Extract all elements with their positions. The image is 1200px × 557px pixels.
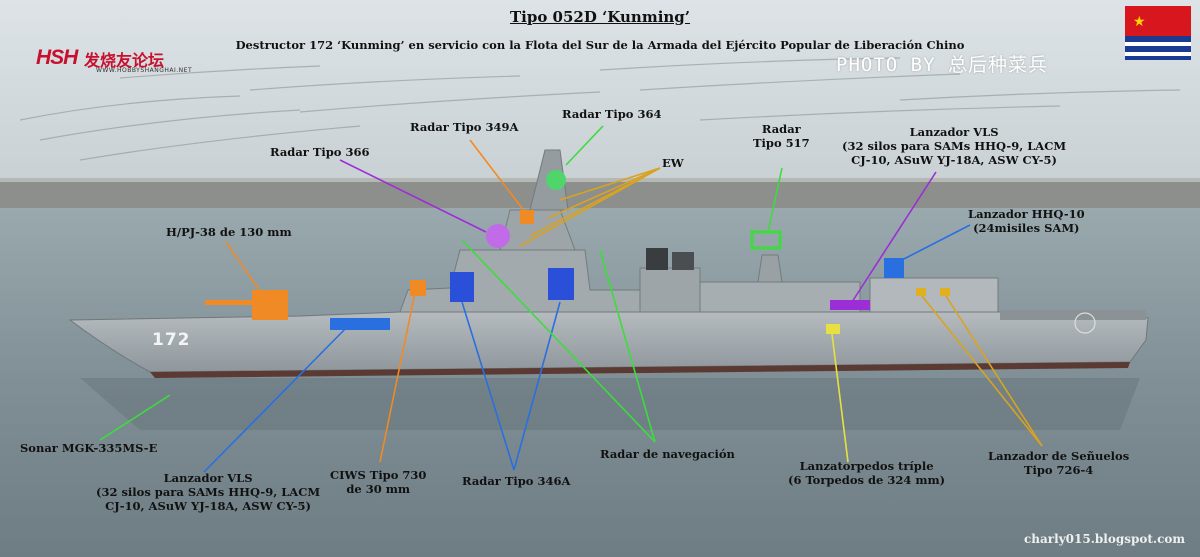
flight-deck xyxy=(1000,310,1146,320)
leader-346a-right xyxy=(513,301,561,471)
leader-346a-left xyxy=(461,301,515,471)
photo-credit: PHOTO BY 总后种菜兵 xyxy=(836,54,1048,76)
ship-reflection xyxy=(80,378,1140,430)
flag-red-field xyxy=(1125,6,1191,36)
leader-ew-1 xyxy=(559,167,661,201)
funnel-block xyxy=(639,267,701,313)
label-vls-aft: Lanzador VLS (32 silos para SAMs HHQ-9, … xyxy=(842,125,1067,167)
leader-gun xyxy=(225,241,263,295)
helipad-marking xyxy=(1074,312,1096,334)
leader-lines xyxy=(99,125,1043,473)
label-ew: EW xyxy=(662,156,684,170)
page-title: Tipo 052D ‘Kunming’ xyxy=(509,8,691,26)
logo-hsh-text: HSH xyxy=(36,46,78,69)
leader-aft-vls xyxy=(851,171,937,303)
label-vls-forward: Lanzador VLS (32 silos para SAMs HHQ-9, … xyxy=(96,471,321,513)
leader-forward-vls xyxy=(203,323,351,473)
leader-hhq10 xyxy=(897,224,971,263)
radar-346a-right-panel xyxy=(548,268,574,300)
main-gun-highlight xyxy=(252,290,288,320)
label-decoy: Lanzador de Señuelos Tipo 726-4 xyxy=(988,449,1130,477)
gun-barrel-highlight xyxy=(205,300,255,305)
hhq10-highlight xyxy=(884,258,904,278)
radar-346a-left-panel xyxy=(450,272,474,302)
sky-area xyxy=(0,0,1200,180)
hangar xyxy=(869,277,999,313)
leader-radar-366 xyxy=(339,159,487,233)
aft-vls-highlight xyxy=(830,300,870,310)
hull-number: 172 xyxy=(152,330,191,350)
leader-nav-2 xyxy=(599,249,656,443)
hsh-logo: HSH 发烧友论坛 WWW.HOBBYSHANGHAI.NET xyxy=(36,46,206,76)
label-radar-366: Radar Tipo 366 xyxy=(270,145,370,159)
label-torpedo: Lanzatorpedos tríple (6 Torpedos de 324 … xyxy=(788,459,946,487)
ship-hull xyxy=(68,311,1149,373)
plan-navy-flag: ★ xyxy=(1125,6,1191,60)
leader-decoy-2 xyxy=(945,295,1043,447)
breakwater-top xyxy=(0,178,1200,182)
leader-radar-364 xyxy=(565,125,604,166)
label-radar-364: Radar Tipo 364 xyxy=(562,107,662,121)
leader-ciws xyxy=(379,287,417,463)
forward-vls-highlight xyxy=(330,318,390,330)
flag-star-icon: ★ xyxy=(1133,14,1146,30)
funnel-exhaust xyxy=(646,248,668,270)
aft-mast xyxy=(757,254,783,283)
ciws-highlight xyxy=(410,280,426,296)
radar-364-dome xyxy=(546,170,566,190)
label-radar-517: Radar Tipo 517 xyxy=(753,122,810,150)
label-ciws: CIWS Tipo 730 de 30 mm xyxy=(330,468,427,496)
radar-349a-highlight xyxy=(520,210,534,224)
label-main-gun: H/PJ-38 de 130 mm xyxy=(166,225,292,239)
radar-366-dome xyxy=(486,224,510,248)
page-subtitle: Destructor 172 ‘Kunming’ en servicio con… xyxy=(235,38,965,52)
breakwater xyxy=(0,178,1200,208)
leader-sonar xyxy=(99,394,171,441)
sea-area xyxy=(0,208,1200,557)
funnel-exhaust-2 xyxy=(672,252,694,270)
leader-ew-2 xyxy=(547,167,661,219)
label-sonar: Sonar MGK-335MS-E xyxy=(20,441,158,455)
label-hhq10: Lanzador HHQ-10 (24misiles SAM) xyxy=(968,207,1085,235)
logo-url-text: WWW.HOBBYSHANGHAI.NET xyxy=(96,67,193,74)
logo-cn-text: 发烧友论坛 xyxy=(84,51,165,70)
decoy-right-highlight xyxy=(940,288,950,296)
leader-decoy-1 xyxy=(921,295,1043,447)
leader-radar-517 xyxy=(767,167,783,233)
watermark-url: charly015.blogspot.com xyxy=(1024,532,1186,546)
shore-marks xyxy=(19,57,1181,161)
label-nav-radar: Radar de navegación xyxy=(600,447,735,461)
label-radar-346a: Radar Tipo 346A xyxy=(462,474,571,488)
leader-radar-349a xyxy=(469,139,526,213)
hull-waterline xyxy=(150,362,1130,378)
torpedo-highlight xyxy=(826,324,840,334)
label-radar-349a: Radar Tipo 349A xyxy=(410,120,519,134)
leader-torpedo xyxy=(831,333,849,463)
leader-ew-4 xyxy=(519,167,661,247)
decoy-left-highlight xyxy=(916,288,926,296)
leader-nav-1 xyxy=(461,239,656,443)
radar-517-array xyxy=(750,230,782,250)
